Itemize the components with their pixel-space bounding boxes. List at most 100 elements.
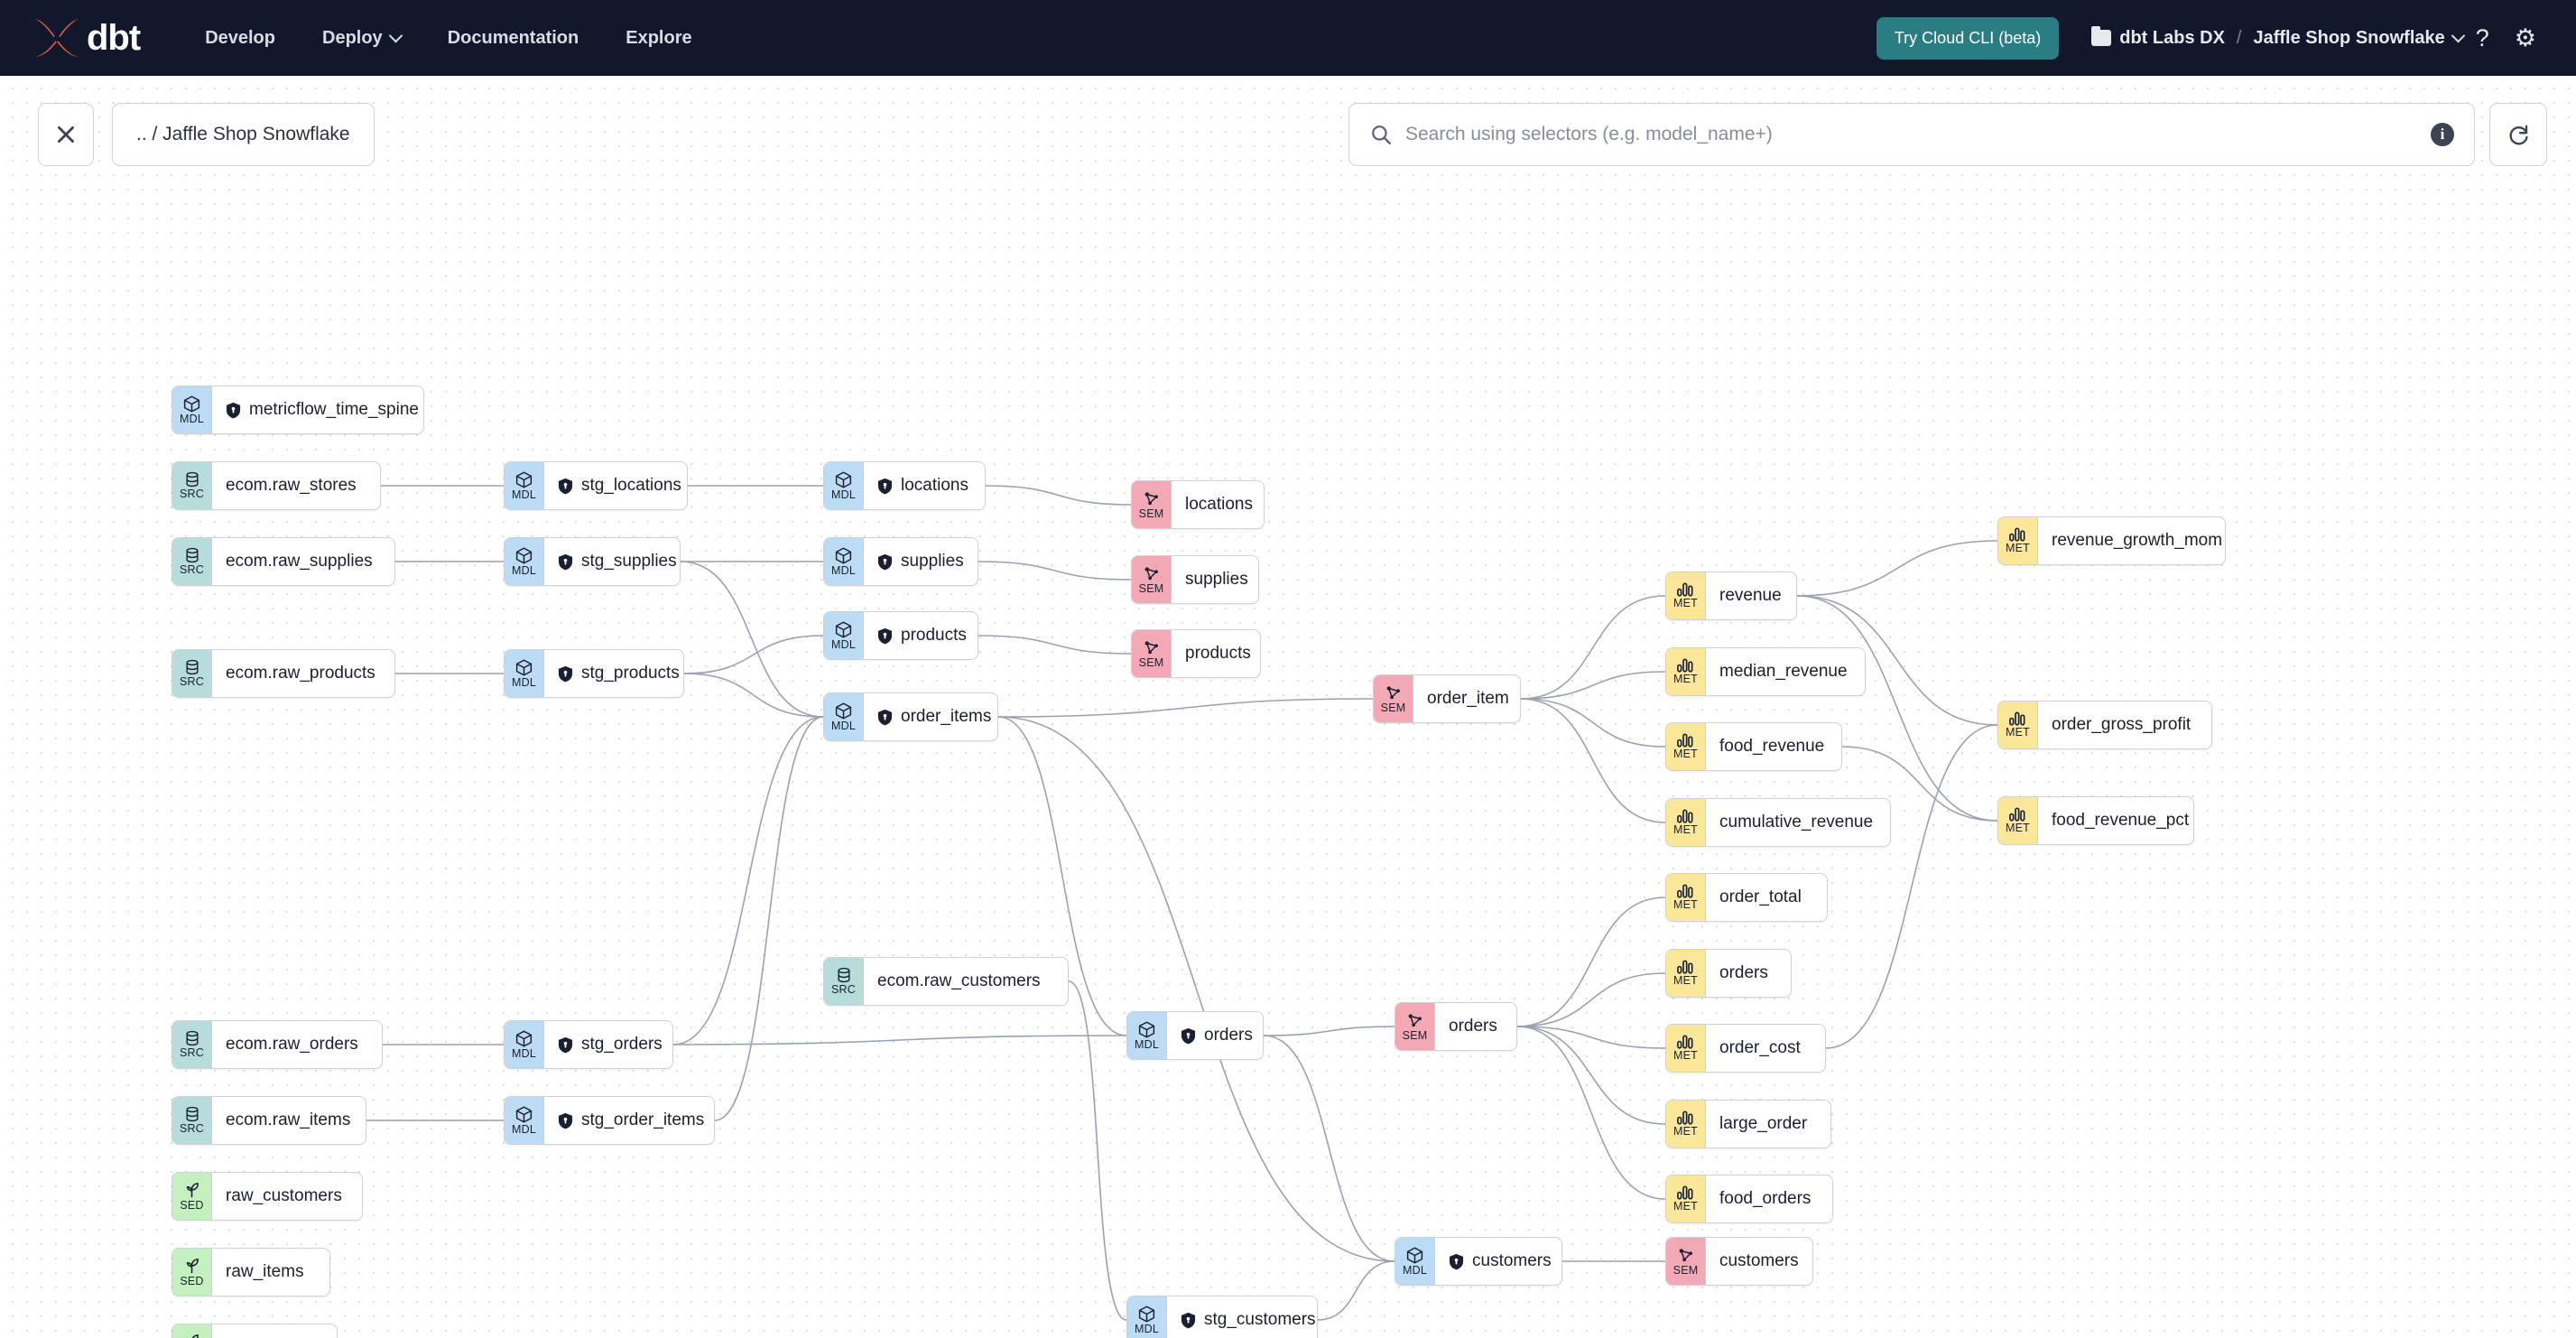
dbt-brand[interactable]: dbt [31, 15, 141, 60]
node-type-badge-met: MET [1666, 1025, 1706, 1072]
shield-icon [226, 402, 241, 418]
node-type-badge-met: MET [1666, 723, 1706, 770]
nav-item-explore[interactable]: Explore [602, 19, 715, 58]
node-label-wrap: revenue [1706, 572, 1796, 619]
seedling-icon [186, 1259, 199, 1274]
nav-item-develop[interactable]: Develop [181, 19, 299, 58]
node-type-label: SED [180, 1274, 204, 1287]
node-label-wrap: orders [1706, 950, 1783, 997]
node-type-label: SRC [180, 563, 204, 577]
node-name: supplies [1185, 570, 1248, 589]
node-type-label: MDL [512, 675, 536, 689]
lineage-node-ecom_raw_supplies[interactable]: SRC ecom.raw_supplies [171, 537, 395, 586]
info-icon[interactable]: i [2431, 123, 2454, 146]
node-type-label: SEM [1673, 1263, 1699, 1277]
lineage-edge-sem_orders-to-met_large_order [1516, 1026, 1666, 1125]
node-label-wrap: ecom.raw_items [212, 1097, 365, 1144]
node-name: ecom.raw_supplies [226, 552, 373, 571]
shield-icon [558, 1036, 573, 1053]
database-icon [185, 472, 199, 488]
breadcrumb-account[interactable]: dbt Labs DX [2091, 26, 2225, 49]
cube-icon [835, 471, 852, 488]
node-label-wrap: ecom.raw_stores [212, 462, 371, 509]
node-name: stg_orders [581, 1035, 663, 1054]
nav-item-deploy[interactable]: Deploy [299, 19, 424, 58]
node-type-badge-met: MET [1666, 1101, 1706, 1148]
lineage-edge-met_revenue-to-met_food_revenue_pct [1796, 595, 1998, 822]
lineage-toolbar: .. / Jaffle Shop Snowflake i [0, 103, 2576, 166]
try-cloud-cli-button[interactable]: Try Cloud CLI (beta) [1876, 16, 2060, 60]
node-type-label: MET [2006, 822, 2030, 835]
gear-icon[interactable]: ⚙ [2514, 23, 2536, 51]
node-label-wrap: raw_orders [212, 1324, 326, 1338]
node-name: food_orders [1719, 1189, 1812, 1208]
breadcrumb-project[interactable]: Jaffle Shop Snowflake [2253, 27, 2466, 49]
lineage-edge-stg_products-to-products [683, 635, 824, 674]
close-button[interactable] [38, 103, 94, 166]
lineage-edge-sem_orders-to-met_order_total [1516, 897, 1666, 1027]
refresh-button[interactable] [2489, 103, 2547, 166]
node-label-wrap: supplies [864, 538, 978, 585]
cube-icon [1406, 1247, 1423, 1264]
lineage-edge-stg_products-to-order_items [683, 673, 824, 718]
nav-item-documentation[interactable]: Documentation [424, 19, 603, 58]
search-bar[interactable]: i [1348, 103, 2475, 166]
node-type-badge-sem: SEM [1132, 481, 1172, 528]
nav-item-explore-label: Explore [625, 27, 692, 48]
breadcrumb-project-label: Jaffle Shop Snowflake [2253, 27, 2445, 48]
node-name: stg_supplies [581, 552, 677, 571]
search-icon [1372, 125, 1391, 144]
search-input[interactable] [1405, 124, 2431, 145]
help-icon[interactable]: ? [2475, 23, 2489, 51]
node-type-label: SRC [180, 675, 204, 689]
cube-icon [515, 659, 533, 676]
metric-bars-icon [1677, 1185, 1693, 1201]
lineage-canvas[interactable]: .. / Jaffle Shop Snowflake i MDLmetricfl… [0, 76, 2576, 1338]
semantic-graph-icon [1144, 492, 1158, 506]
brand-wordmark: dbt [87, 18, 141, 58]
node-type-label: MET [2006, 542, 2030, 555]
node-name: stg_locations [581, 476, 681, 495]
graph-breadcrumb-button[interactable]: .. / Jaffle Shop Snowflake [112, 103, 375, 166]
